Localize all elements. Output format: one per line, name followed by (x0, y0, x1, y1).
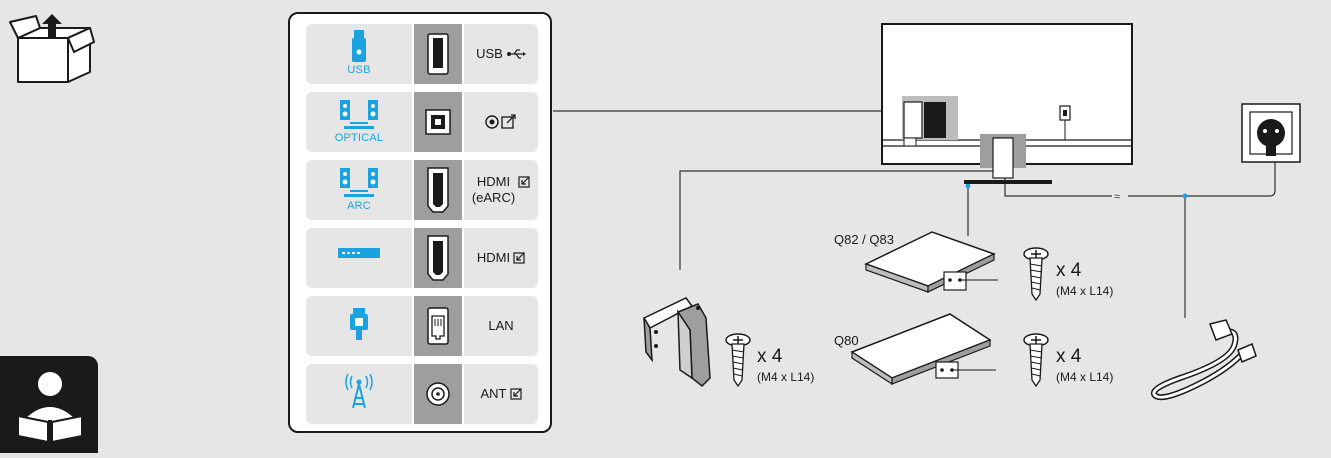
usb-drive-icon (352, 30, 366, 62)
port-label-cell: HDMI (eARC) (464, 160, 538, 220)
device-label: OPTICAL (334, 132, 384, 144)
port-label: HDMI (eARC) (471, 174, 516, 205)
screw-icon (725, 333, 751, 388)
port-row-arc: ARC HDMI (eARC) (306, 160, 538, 220)
port-label-cell: ANT (464, 364, 538, 424)
stand-base-icon (850, 313, 996, 386)
port-row-hdmi: HDMI (306, 228, 538, 288)
power-cord-icon (1150, 319, 1257, 401)
port-label-cell (464, 92, 538, 152)
hdmi-in-icon (513, 252, 525, 264)
port-row-ant: ANT (306, 364, 538, 424)
stand-q82-q83-label: Q82 / Q83 (834, 232, 894, 247)
port-label-cell: LAN (464, 296, 538, 356)
screw-quantity: x 4 (1056, 260, 1082, 281)
device-cell: USB (306, 24, 412, 84)
port-cell (414, 92, 462, 152)
usb-symbol-icon (506, 49, 526, 59)
port-cell (414, 296, 462, 356)
device-label: USB (347, 64, 371, 76)
port-label-cell: USB (464, 24, 538, 84)
svg-text:≈: ≈ (1114, 191, 1120, 203)
port-row-optical: OPTICAL (306, 92, 538, 152)
unbox-icon (9, 14, 95, 83)
antenna-tower-icon (345, 374, 373, 409)
port-cell (414, 228, 462, 288)
port-label-cell: HDMI (464, 228, 538, 288)
device-cell (306, 296, 412, 356)
screw-icon (1023, 247, 1049, 302)
power-outlet-icon (1241, 103, 1301, 163)
device-cell: ARC (306, 160, 412, 220)
screw-quantity: x 4 (1056, 346, 1082, 367)
hdmi-port-icon (427, 235, 449, 281)
read-manual-icon (0, 356, 98, 453)
optical-out-icon (485, 114, 516, 129)
port-row-lan: LAN (306, 296, 538, 356)
port-cell (414, 160, 462, 220)
set-top-box-icon (338, 248, 380, 258)
hdmi-port-icon (427, 167, 449, 213)
port-row-usb: USB USB (306, 24, 538, 84)
stand-base-icon (864, 231, 998, 293)
device-cell (306, 364, 412, 424)
optical-port-icon (425, 109, 451, 135)
speakers-icon (340, 168, 378, 197)
screw-spec: (M4 x L14) (1056, 370, 1114, 384)
stand-q80-label: Q80 (834, 333, 859, 348)
screw-quantity: x 4 (757, 346, 783, 367)
port-cell (414, 364, 462, 424)
ports-panel: USB USB (288, 12, 552, 433)
screw-spec: (M4 x L14) (1056, 284, 1114, 298)
tv-back-icon (881, 23, 1133, 184)
device-cell (306, 228, 412, 288)
hdmi-in-icon (518, 176, 530, 188)
ant-port-icon (426, 382, 450, 406)
lan-plug-icon (350, 308, 368, 340)
port-label: ANT (480, 386, 507, 401)
port-label: USB (476, 46, 503, 61)
port-label: HDMI (476, 250, 511, 265)
ant-in-icon (509, 388, 522, 400)
speakers-icon (340, 100, 378, 129)
lan-port-icon (427, 307, 449, 345)
wall-mount-adapter-icon (642, 297, 711, 388)
device-cell: OPTICAL (306, 92, 412, 152)
usb-port-icon (427, 33, 449, 75)
device-label: ARC (347, 200, 371, 212)
port-label: LAN (488, 318, 514, 333)
port-cell (414, 24, 462, 84)
screw-icon (1023, 333, 1049, 388)
screw-spec: (M4 x L14) (757, 370, 815, 384)
